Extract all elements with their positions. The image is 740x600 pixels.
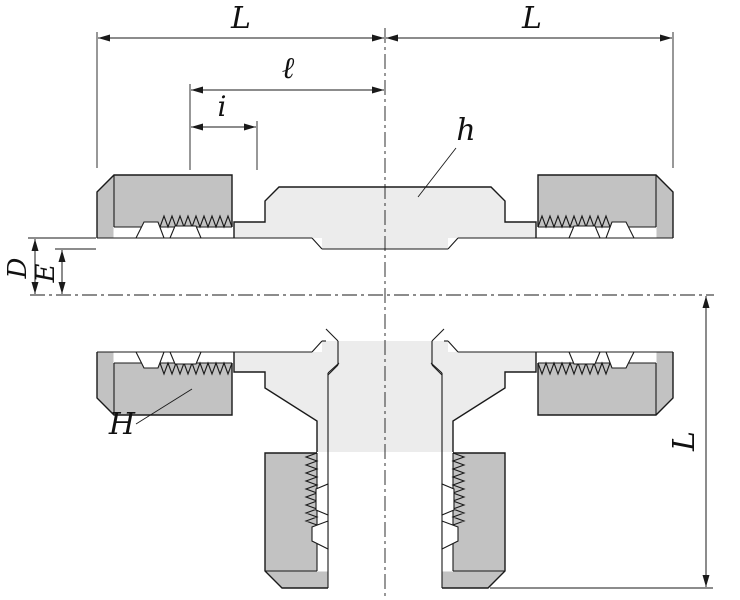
dim-i: i	[191, 90, 256, 131]
dim-h: h	[417, 113, 476, 198]
label-ell: ℓ	[282, 51, 295, 86]
dim-ell: ℓ	[191, 51, 384, 94]
label-h: h	[456, 113, 475, 148]
label-L-right: L	[521, 1, 542, 36]
dim-D: D	[3, 239, 39, 294]
dim-L-vertical: L	[667, 296, 710, 587]
label-i: i	[218, 90, 227, 123]
dimensions: L L ℓ i h D E H	[3, 1, 713, 589]
label-L-left: L	[230, 1, 251, 36]
extension-lines	[28, 32, 713, 589]
dim-L-left: L	[98, 1, 384, 42]
dim-L-right: L	[386, 1, 672, 42]
label-H: H	[108, 407, 136, 442]
label-E: E	[31, 263, 61, 283]
centerlines	[30, 28, 714, 597]
label-D: D	[3, 257, 33, 279]
label-L-vertical: L	[667, 431, 702, 452]
dim-H: H	[108, 388, 193, 442]
dim-E: E	[31, 250, 66, 294]
